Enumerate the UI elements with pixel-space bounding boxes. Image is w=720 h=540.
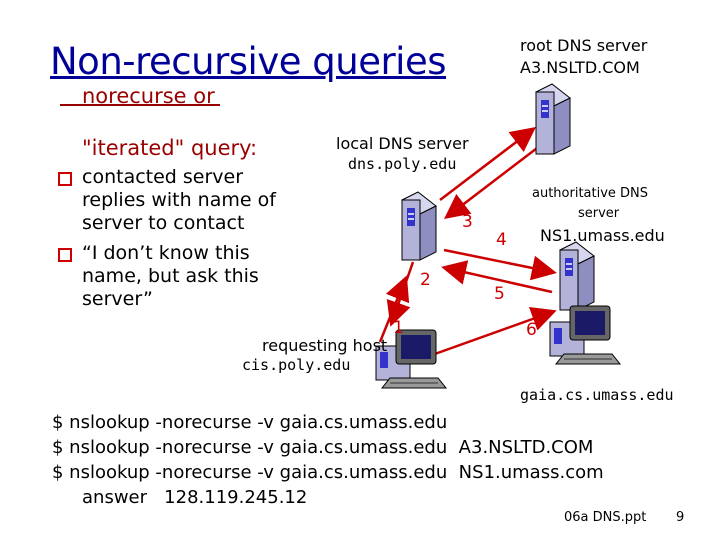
bullet-item-1: contacted server replies with name of se… <box>82 166 276 234</box>
arrow-step-2 <box>386 261 415 327</box>
requesting-host-computer-icon <box>375 329 448 389</box>
arrow-step-3 <box>439 126 536 201</box>
arrow-step-4 <box>444 141 546 220</box>
root-server-label: root DNS server <box>520 36 648 55</box>
step-number-5: 5 <box>494 284 505 304</box>
subhead-line-2: "iterated" query: <box>82 136 258 160</box>
step-number-6: 6 <box>526 320 537 340</box>
command-line-1: $ nslookup -norecurse -v gaia.cs.umass.e… <box>52 412 448 433</box>
command-line-3: $ nslookup -norecurse -v gaia.cs.umass.e… <box>52 462 604 483</box>
step-number-1: 1 <box>393 318 404 338</box>
bullet-marker-1 <box>58 172 72 186</box>
arrow-step-6 <box>441 260 553 294</box>
requesting-host-name: cis.poly.edu <box>242 356 351 374</box>
step-number-4: 4 <box>496 230 507 250</box>
auth-server-label: authoritative DNS <box>532 186 649 201</box>
bullet-marker-2 <box>58 248 72 262</box>
step-number-3: 3 <box>462 212 473 232</box>
auth-server-label-2: server <box>578 206 620 221</box>
local-server-hostname: dns.poly.edu <box>348 155 457 173</box>
arrow-step-7 <box>431 306 557 357</box>
root-server-hostname: A3.NSLTD.COM <box>520 58 640 77</box>
step-number-2: 2 <box>420 270 431 290</box>
gaia-host-computer-icon <box>549 305 622 365</box>
page-number: 9 <box>676 510 685 525</box>
gaia-host-name: gaia.cs.umass.edu <box>520 386 674 404</box>
slide-title: Non-recursive queries <box>50 40 447 83</box>
bullet-item-2: “I don’t know this name, but ask this se… <box>82 242 259 310</box>
answer-line: answer 128.119.245.12 <box>82 487 308 508</box>
requesting-host-label: requesting host <box>262 336 388 355</box>
footer-filename: 06a DNS.ppt <box>564 510 647 525</box>
command-line-2: $ nslookup -norecurse -v gaia.cs.umass.e… <box>52 437 594 458</box>
auth-server-hostname: NS1.umass.edu <box>540 226 665 245</box>
local-server-icon <box>401 191 437 261</box>
root-server-icon <box>535 83 571 155</box>
subhead-underline <box>60 104 220 106</box>
local-server-label: local DNS server <box>336 134 469 153</box>
auth-server-icon <box>559 241 595 311</box>
arrow-step-5 <box>443 248 557 281</box>
